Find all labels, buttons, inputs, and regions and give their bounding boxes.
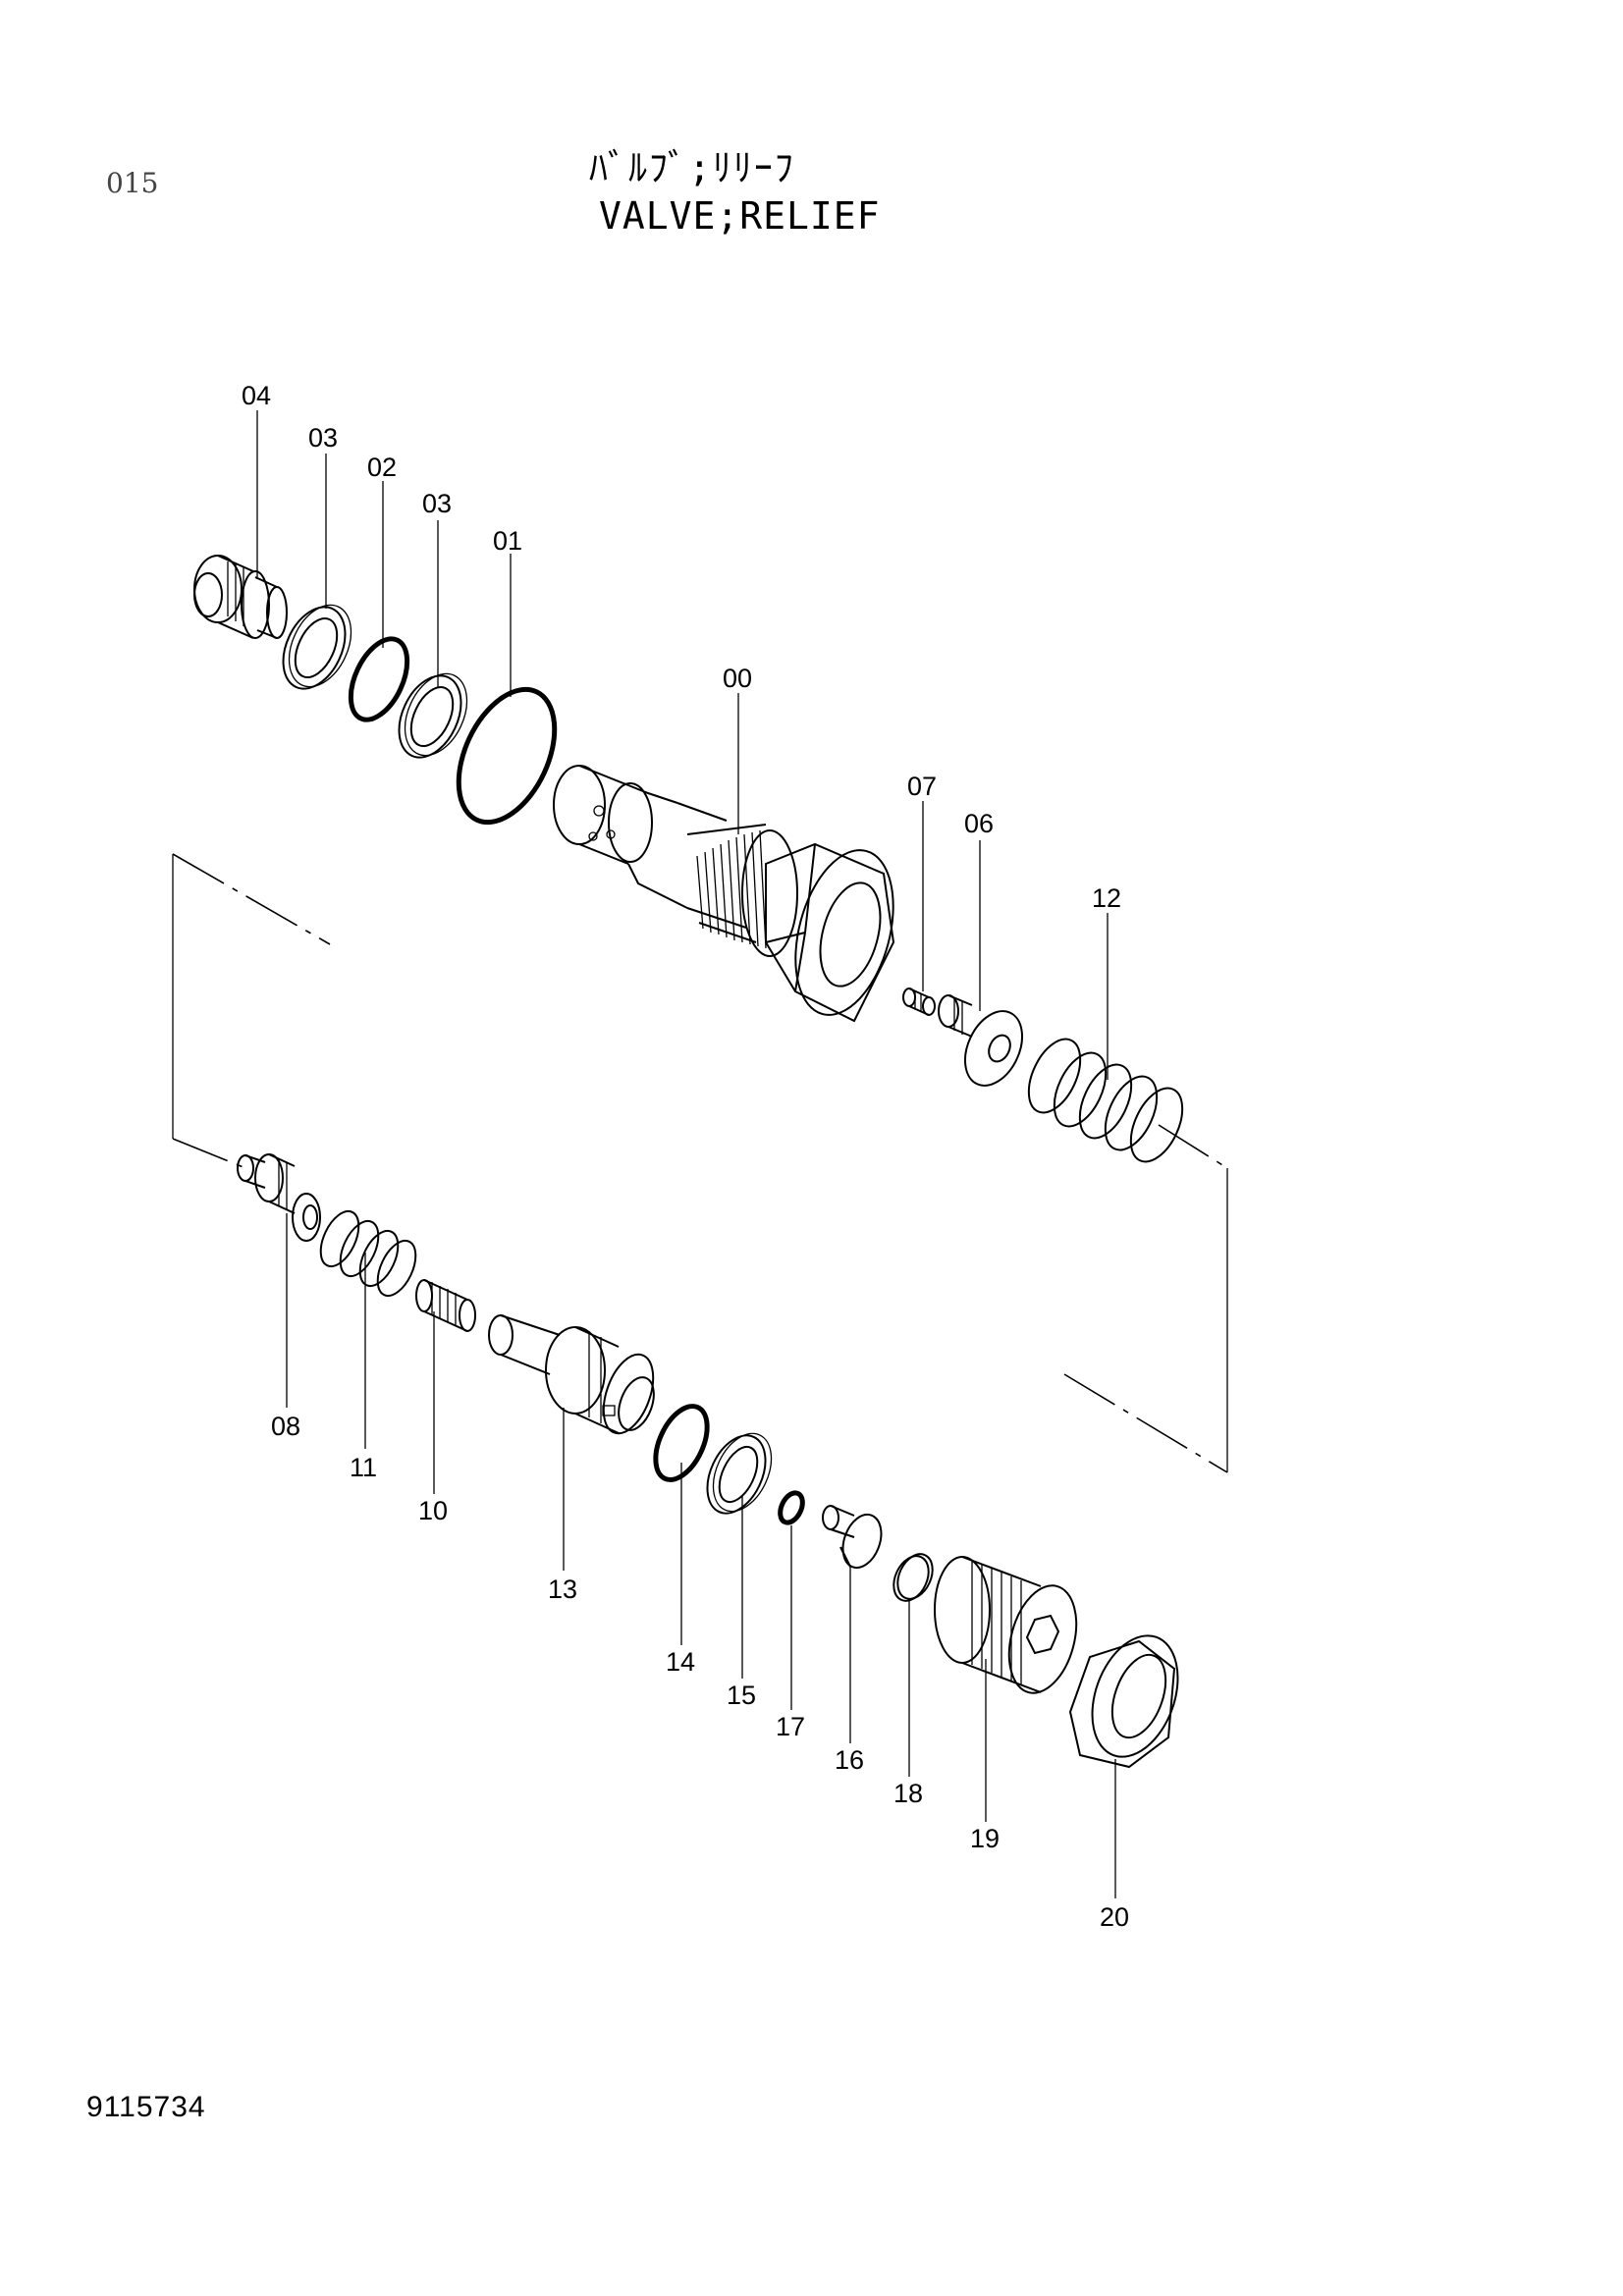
part-16-plug[interactable] bbox=[822, 1505, 888, 1573]
leader-lines bbox=[256, 410, 1116, 1898]
part-19-adjusting-plug[interactable] bbox=[934, 1556, 1087, 1700]
part-06-poppet[interactable] bbox=[938, 994, 1033, 1095]
part-04-plug[interactable] bbox=[193, 555, 288, 639]
callout-08: 08 bbox=[271, 1412, 300, 1441]
assembly-line-right bbox=[1063, 1124, 1228, 1473]
callout-11: 11 bbox=[350, 1453, 377, 1482]
callout-02: 02 bbox=[367, 453, 397, 482]
title-english: VALVE;RELIEF bbox=[599, 194, 881, 238]
callout-16: 16 bbox=[835, 1745, 864, 1775]
callout-17: 17 bbox=[776, 1712, 805, 1741]
callout-00: 00 bbox=[723, 664, 752, 693]
part-17-o-ring[interactable] bbox=[776, 1489, 807, 1525]
part-18-ring[interactable] bbox=[887, 1548, 939, 1606]
callout-15: 15 bbox=[727, 1681, 756, 1710]
callout-12: 12 bbox=[1092, 883, 1121, 913]
callout-03-a: 03 bbox=[308, 423, 338, 453]
part-00-valve-body[interactable] bbox=[553, 765, 910, 1026]
callout-19: 19 bbox=[970, 1824, 1000, 1853]
part-10-piston[interactable] bbox=[415, 1279, 476, 1332]
callout-10: 10 bbox=[418, 1496, 448, 1525]
callout-18: 18 bbox=[893, 1779, 923, 1808]
part-07-set-screw[interactable] bbox=[902, 988, 936, 1016]
part-03-washer-a[interactable] bbox=[271, 595, 363, 698]
callout-13: 13 bbox=[548, 1575, 577, 1604]
callout-06: 06 bbox=[964, 809, 994, 838]
part-02-o-ring[interactable] bbox=[340, 630, 419, 728]
part-14-o-ring[interactable] bbox=[645, 1398, 718, 1487]
part-13-piston[interactable] bbox=[488, 1314, 663, 1440]
part-08-adjusting-screw[interactable] bbox=[237, 1153, 321, 1242]
callout-01: 01 bbox=[493, 526, 522, 556]
title-japanese: ﾊﾞﾙﾌﾞ;ﾘﾘｰﾌ bbox=[589, 146, 795, 189]
callout-07: 07 bbox=[907, 772, 937, 801]
part-01-o-ring[interactable] bbox=[440, 674, 574, 837]
part-03-washer-b[interactable] bbox=[387, 664, 479, 767]
drawing-number: 9115734 bbox=[86, 2091, 206, 2123]
callout-04: 04 bbox=[242, 381, 271, 410]
part-12-spring[interactable] bbox=[1018, 1031, 1193, 1169]
page-number: 015 bbox=[106, 167, 159, 199]
callout-20: 20 bbox=[1100, 1902, 1129, 1932]
assembly-line-left bbox=[172, 853, 331, 1169]
part-15-washer[interactable] bbox=[696, 1424, 784, 1522]
callout-03-b: 03 bbox=[422, 489, 452, 518]
part-20-lock-nut[interactable] bbox=[1068, 1624, 1193, 1769]
callout-14: 14 bbox=[666, 1647, 695, 1677]
part-11-spring[interactable] bbox=[313, 1205, 423, 1302]
